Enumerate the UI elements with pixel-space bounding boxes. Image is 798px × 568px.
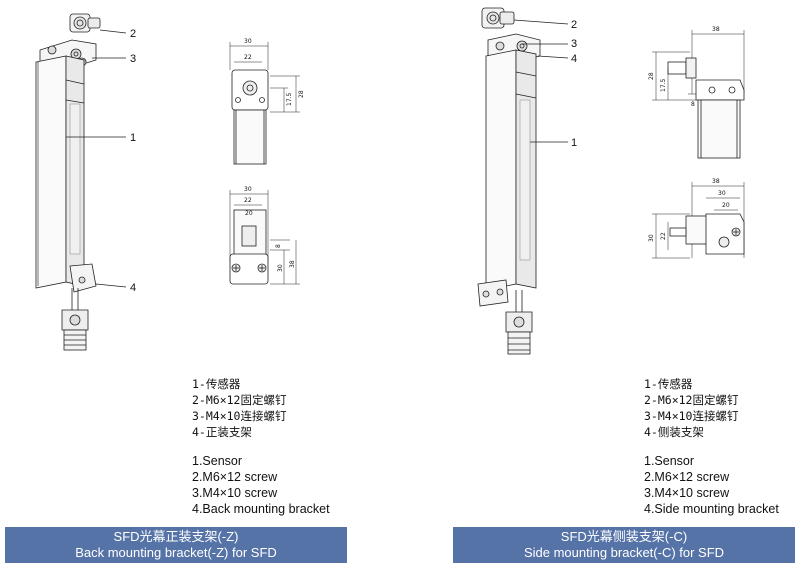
left-legend-en-2: 2.M6×12 screw	[192, 470, 278, 484]
left-top-dim-30: 30	[244, 38, 252, 45]
left-legend-cn-3: 3-M4×10连接螺钉	[192, 409, 287, 423]
right-callout-leaders	[513, 19, 569, 143]
left-banner-title-cn: SFD光幕正装支架(-Z)	[113, 529, 239, 544]
left-legend: 1-传感器 2-M6×12固定螺钉 3-M4×10连接螺钉 4-正装支架 1.S…	[192, 376, 330, 517]
right-legend-en-4: 4.Side mounting bracket	[644, 502, 779, 516]
left-legend-cn-4: 4-正装支架	[192, 425, 252, 439]
left-callouts: 2 3 1 4	[130, 28, 136, 294]
left-legend-en-4: 4.Back mounting bracket	[192, 502, 330, 516]
left-sensor-illustration	[35, 13, 101, 351]
left-view-bottom	[229, 190, 300, 285]
right-banner-title-en: Side mounting bracket(-C) for SFD	[523, 545, 725, 560]
drawing-canvas: 2 3 1 4 30 22 28 17.5	[35, 7, 745, 355]
right-legend: 1-传感器 2-M6×12固定螺钉 3-M4×10连接螺钉 4-侧装支架 1.S…	[644, 376, 779, 517]
right-legend-cn-1: 1-传感器	[644, 377, 693, 391]
left-legend-en-3: 3.M4×10 screw	[192, 486, 278, 500]
left-view-bottom-dims: 30 22 20 8 30 38	[244, 186, 296, 272]
right-top-dim-8: 8	[691, 101, 695, 108]
right-bottom-dim-38: 38	[712, 178, 720, 185]
right-top-dim-38: 38	[712, 26, 720, 33]
left-top-dim-22: 22	[244, 54, 252, 61]
left-legend-en-1: 1.Sensor	[192, 454, 243, 468]
left-bottom-dim-30: 30	[244, 186, 252, 193]
left-top-dim-17-5: 17.5	[286, 92, 293, 106]
right-legend-en-3: 3.M4×10 screw	[644, 486, 730, 500]
left-bottom-dim-38: 38	[289, 260, 296, 268]
right-legend-cn-4: 4-侧装支架	[644, 425, 704, 439]
left-callout-3: 3	[130, 53, 136, 65]
right-bottom-dim-22: 22	[660, 232, 667, 240]
left-top-dim-28: 28	[298, 90, 305, 98]
left-callout-2: 2	[130, 28, 136, 40]
right-top-dim-17-5: 17.5	[660, 78, 667, 92]
left-bottom-dim-8: 8	[275, 244, 282, 248]
right-sensor-illustration	[477, 7, 541, 355]
right-callout-1: 1	[571, 137, 577, 149]
right-banner-title-cn: SFD光幕侧装支架(-C)	[560, 529, 688, 544]
right-callout-3: 3	[571, 38, 577, 50]
right-banner: SFD光幕侧装支架(-C) Side mounting bracket(-C) …	[453, 527, 795, 563]
left-legend-cn-1: 1-传感器	[192, 377, 241, 391]
left-legend-cn-2: 2-M6×12固定螺钉	[192, 393, 287, 407]
left-banner: SFD光幕正装支架(-Z) Back mounting bracket(-Z) …	[5, 527, 347, 563]
left-view-top-dims: 30 22 28 17.5	[244, 38, 305, 106]
left-bottom-dim-30b: 30	[277, 264, 284, 272]
right-bottom-dim-30: 30	[718, 190, 726, 197]
right-legend-cn-3: 3-M4×10连接螺钉	[644, 409, 739, 423]
left-callout-4: 4	[130, 282, 136, 294]
right-callouts: 2 3 4 1	[571, 19, 577, 149]
left-bottom-dim-22: 22	[244, 197, 252, 204]
right-view-top	[652, 30, 745, 159]
left-callout-1: 1	[130, 132, 136, 144]
right-view-bottom	[652, 182, 745, 259]
right-legend-cn-2: 2-M6×12固定螺钉	[644, 393, 739, 407]
right-callout-2: 2	[571, 19, 577, 31]
right-view-top-dims: 38 28 17.5 8	[648, 26, 720, 108]
right-bottom-dim-20: 20	[722, 202, 730, 209]
right-view-bottom-dims: 38 30 20 30 22	[648, 178, 730, 242]
right-top-dim-28: 28	[648, 72, 655, 80]
right-legend-en-1: 1.Sensor	[644, 454, 695, 468]
left-bottom-dim-20: 20	[245, 210, 253, 217]
right-callout-4: 4	[571, 53, 577, 65]
right-legend-en-2: 2.M6×12 screw	[644, 470, 730, 484]
left-view-top	[229, 42, 300, 165]
right-bottom-dim-30b: 30	[648, 234, 655, 242]
left-callout-leaders	[66, 29, 127, 288]
left-banner-title-en: Back mounting bracket(-Z) for SFD	[75, 545, 277, 560]
